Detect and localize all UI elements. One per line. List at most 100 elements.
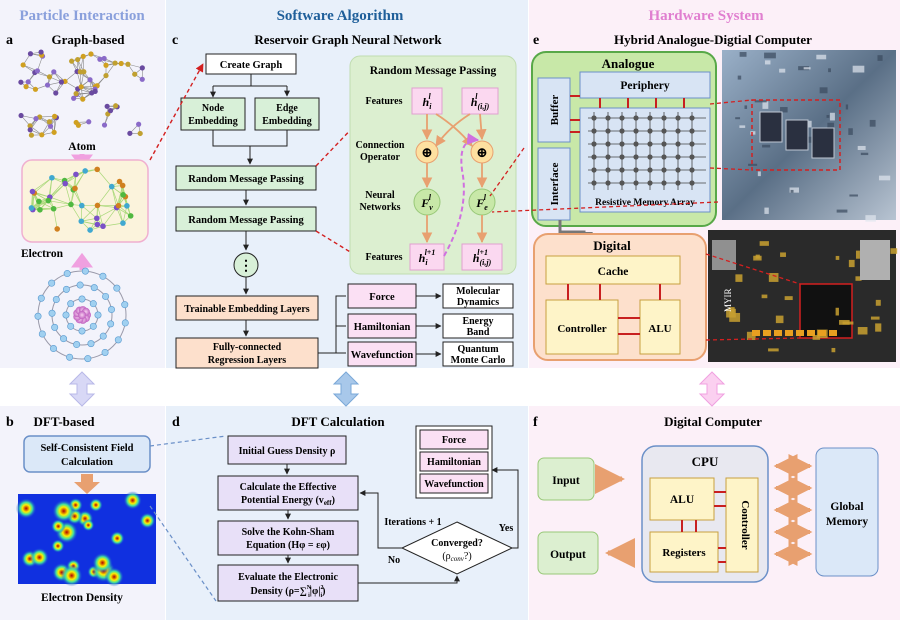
chip-feature xyxy=(790,189,794,193)
electron-edge xyxy=(122,205,128,224)
atom-node xyxy=(69,58,75,64)
dft-step-1-label: Initial Guess Density ρ xyxy=(239,446,336,457)
atom-node xyxy=(75,122,82,128)
output-box xyxy=(537,531,599,575)
h-i-l-sup: l xyxy=(428,92,431,101)
chip-feature xyxy=(737,75,742,80)
c-application-label: Molecular xyxy=(456,286,500,297)
red-dashed-chip-links xyxy=(709,99,753,171)
rma-cell xyxy=(675,115,681,121)
h-i-l-base: h xyxy=(423,95,430,109)
node-embedding-line-2: Embedding xyxy=(188,116,237,127)
chip-feature xyxy=(735,117,741,120)
electron-node xyxy=(120,192,126,198)
dft-step-4-sq: 2 xyxy=(320,585,323,591)
density-blob xyxy=(51,539,65,553)
iterations-label: Iterations + 1 xyxy=(384,517,441,528)
chip-feature xyxy=(739,125,746,128)
dft-step-2 xyxy=(217,475,359,511)
rma-cell xyxy=(647,128,653,134)
atom-node xyxy=(104,103,110,109)
dft-step-4-sup: N xyxy=(307,585,312,591)
dft-step-3-line-2: Equation (Hφ = εφ) xyxy=(246,540,330,551)
rmp-features-bottom: Features xyxy=(365,252,402,263)
orbit-electron xyxy=(49,345,57,353)
edge-embedding-line-2: Embedding xyxy=(262,116,311,127)
electron-density-heatmap xyxy=(15,491,156,587)
rma-cell xyxy=(619,154,625,160)
flow-create-to-embeddings xyxy=(212,74,287,96)
rma-box xyxy=(579,107,711,213)
rmp-neural-1: Neural xyxy=(365,190,395,201)
h-i-next-box xyxy=(409,243,445,271)
atom-node xyxy=(87,77,93,83)
atom-node xyxy=(39,132,45,138)
atom-node xyxy=(27,127,33,133)
chip-feature xyxy=(807,120,812,128)
alu-box-e xyxy=(639,299,681,355)
panel-c-title: Reservoir Graph Neural Network xyxy=(254,32,442,47)
rma-cell xyxy=(633,154,639,160)
orbit-electron xyxy=(67,300,75,308)
orbit-electron xyxy=(66,353,74,361)
cache-label: Cache xyxy=(598,266,629,278)
rmp-box-2-label: Random Message Passing xyxy=(188,215,304,226)
electron-edge xyxy=(64,170,86,184)
electron-node xyxy=(119,182,126,189)
digital-red-wires xyxy=(567,284,661,335)
c-application-label: Dynamics xyxy=(457,297,499,308)
atom-node xyxy=(127,130,133,136)
electron-node xyxy=(73,171,79,178)
chip-array-block xyxy=(785,119,809,151)
analogue-red-wires xyxy=(570,95,685,133)
rma-cell xyxy=(647,154,653,160)
orbit-electron xyxy=(48,279,56,287)
panel-e-title: Hybrid Analogue-Digtial Computer xyxy=(614,32,812,47)
chip-feature xyxy=(779,68,786,73)
converged-line-2: (ρconv?) xyxy=(442,551,471,563)
rma-cell xyxy=(619,115,625,121)
board-component xyxy=(831,347,836,353)
orbit-electron xyxy=(37,294,45,302)
converged-open: (ρ xyxy=(442,551,450,562)
atom-node xyxy=(88,51,94,57)
atom-node xyxy=(75,56,81,63)
chip-feature xyxy=(865,215,876,222)
dft-step-2-line-2: Potential Energy (veff) xyxy=(241,495,335,507)
converged-close: ?) xyxy=(464,551,472,562)
chip-feature xyxy=(819,87,828,94)
chip-feature xyxy=(852,65,865,73)
electron-node xyxy=(116,178,123,185)
electron-edge xyxy=(81,205,98,219)
density-blob xyxy=(139,512,156,529)
rma-cell xyxy=(619,141,625,147)
analogue-label: Analogue xyxy=(602,56,655,71)
c-output-label: Wavefunction xyxy=(351,350,414,361)
rma-cell xyxy=(661,154,667,160)
global-memory-line-2: Memory xyxy=(826,516,868,528)
atom-node xyxy=(28,132,35,138)
electron-edge xyxy=(111,186,119,206)
atom-node xyxy=(34,68,41,74)
input-label: Input xyxy=(552,475,580,487)
fc-line-2: Regression Layers xyxy=(208,355,287,366)
electron-edge xyxy=(111,186,118,208)
chip-feature xyxy=(826,115,830,118)
chip-feature xyxy=(762,101,769,109)
c-application-label: Monte Carlo xyxy=(451,355,506,366)
board-processor xyxy=(799,283,853,339)
rma-cell xyxy=(633,141,639,147)
atom-node xyxy=(80,96,86,102)
converged-line-1: Converged? xyxy=(431,538,483,549)
rmp-connection-1: Connection xyxy=(356,140,405,151)
dft-step-3-line-1: Solve the Kohn-Sham xyxy=(242,527,335,538)
board-component xyxy=(729,312,741,322)
electron-edge xyxy=(97,186,113,206)
buffer-box xyxy=(537,77,571,143)
pink-arrow-orbit-electron xyxy=(71,252,93,270)
electron-node xyxy=(108,183,115,190)
electron-node xyxy=(37,206,43,213)
rma-grid xyxy=(588,112,706,190)
dft-step-4-line-1: Evaluate the Electronic xyxy=(238,572,338,583)
